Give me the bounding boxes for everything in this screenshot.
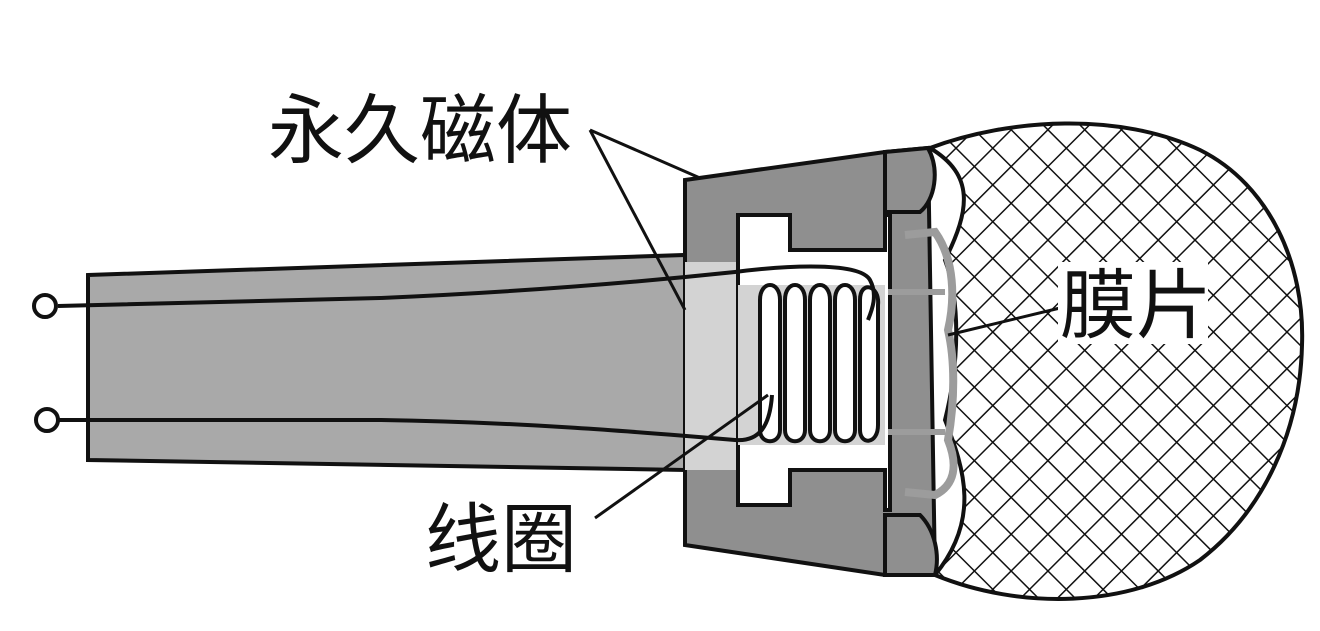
label-permanent-magnet: 永久磁体 (268, 86, 572, 175)
mesh-grille-head (925, 121, 1305, 601)
handle (86, 252, 687, 473)
diaphragm (888, 227, 958, 500)
label-diaphragm: 膜片 (1060, 261, 1212, 350)
terminal-circle-icon (34, 407, 60, 433)
terminal-circle-icon (32, 293, 58, 319)
diaphragm-label-bg (1058, 262, 1208, 344)
coil (758, 283, 881, 444)
wires (57, 264, 876, 443)
leader-lines (588, 128, 1061, 520)
label-coil: 线圈 (425, 495, 577, 584)
